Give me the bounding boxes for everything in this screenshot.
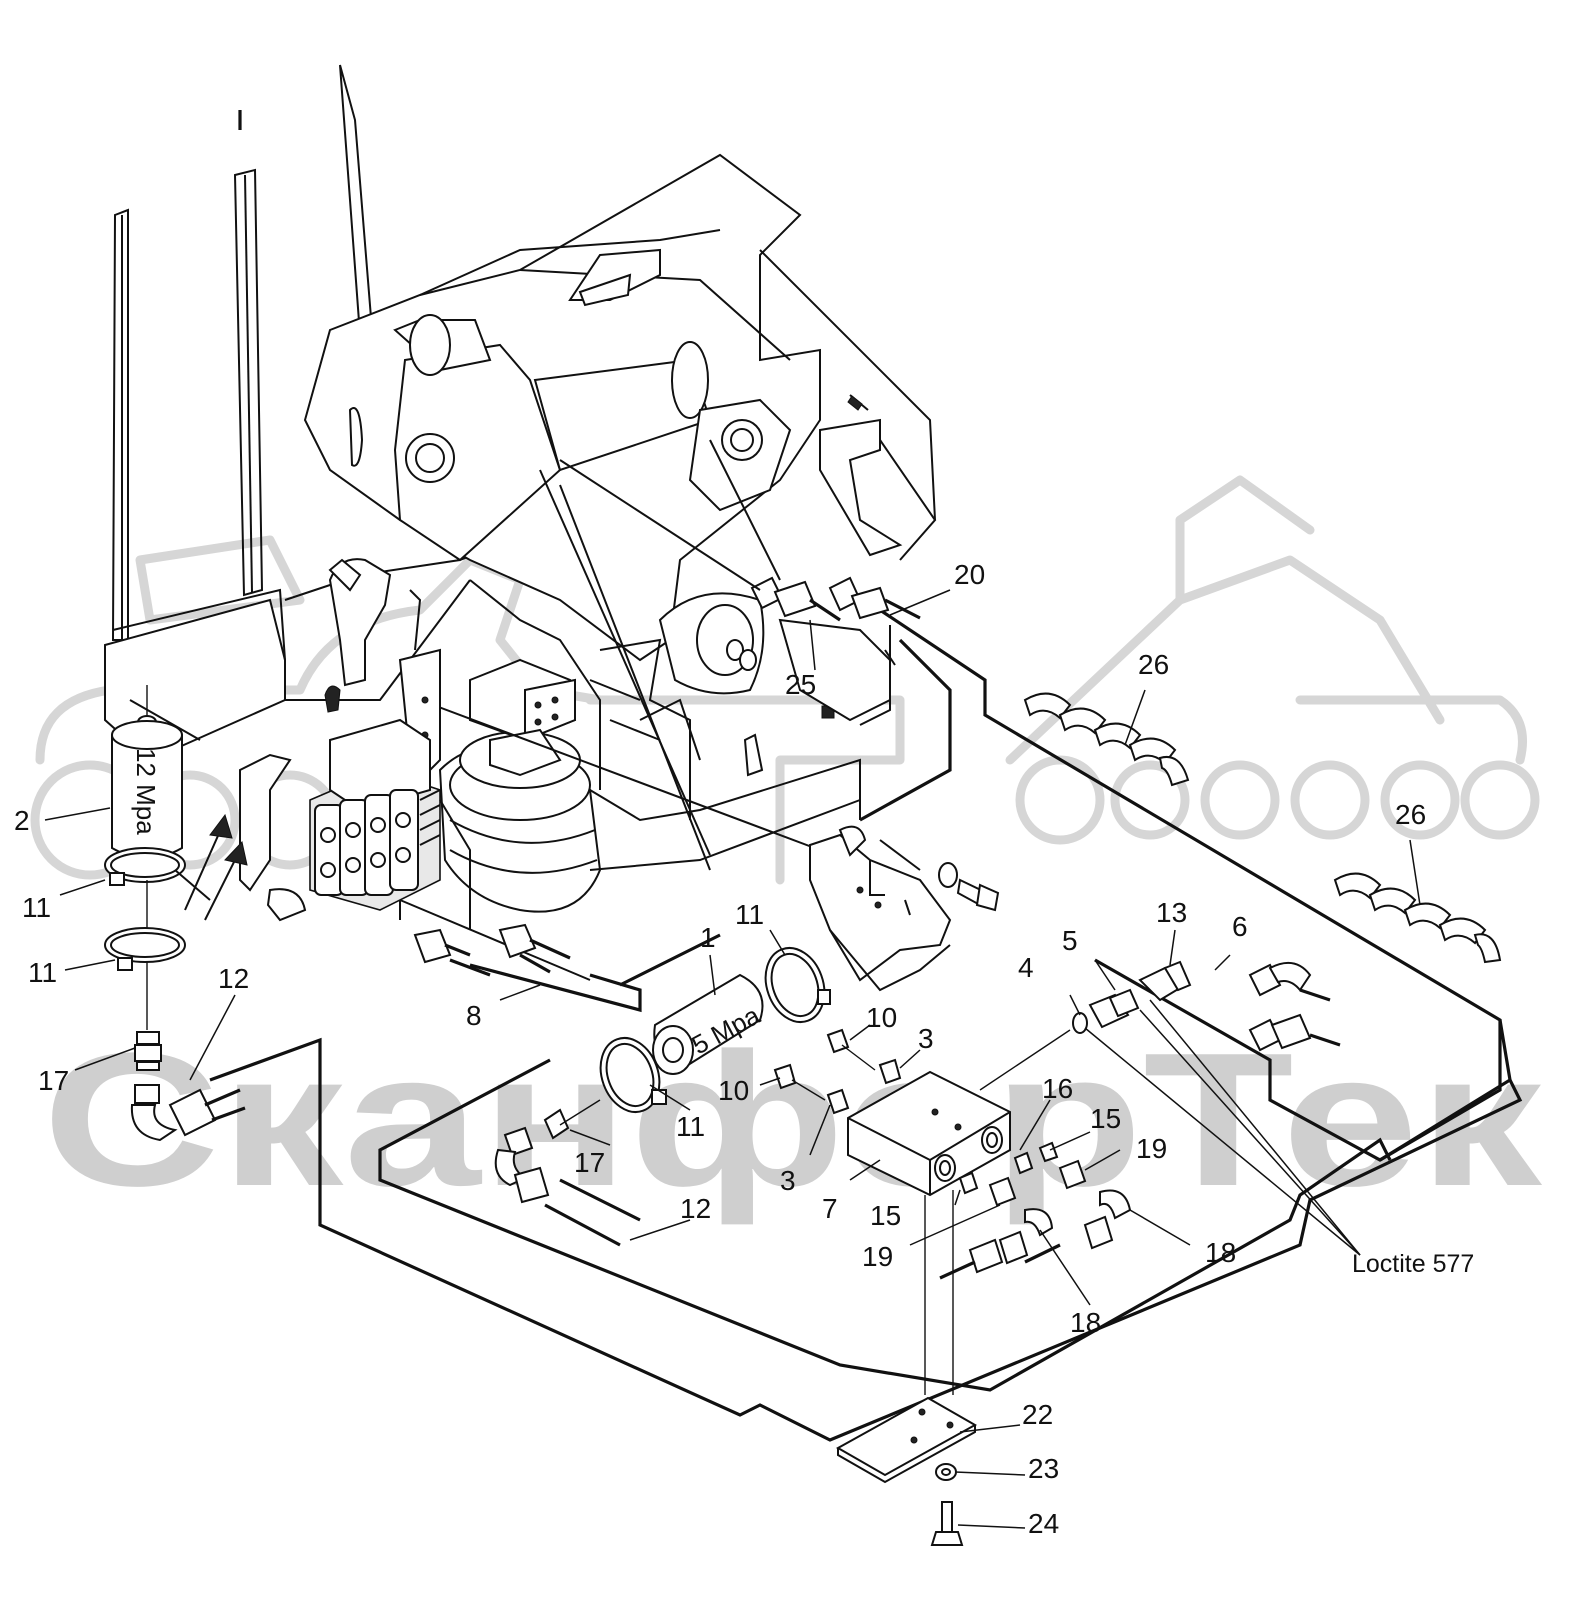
callout-7: 7 [822,1193,838,1224]
hose-6 [1248,961,1341,1052]
pressure-filter-12mpa: 12 Mpa [111,685,183,859]
routing-outline-main-lower [378,1058,1392,1392]
routing-outline-center [619,933,721,987]
hose-clamp-upper-left [104,847,211,901]
callout-22: 22 [1022,1399,1053,1430]
fittings-15-19-18 [924,1141,1132,1395]
callout-labels: 2 11 11 12 17 8 1 11 10 3 10 11 17 3 7 1… [14,559,1474,1539]
leader-lines [44,589,1421,1529]
filter-2-pressure-label: 12 Mpa [131,748,161,835]
hoses-20-25 [559,439,921,726]
direction-arrows [184,813,248,921]
callout-1: 1 [700,922,716,953]
callout-17-a: 17 [38,1065,69,1096]
callout-11-c: 11 [735,899,764,930]
routing-outline-upper [879,608,1502,1162]
cab-pillar-left [111,208,129,641]
callout-11-d: 11 [676,1111,705,1142]
spiral-guard-upper [1023,692,1190,787]
callout-12-b: 12 [680,1193,711,1224]
hose-routing-outlines [209,608,1523,1442]
callout-23: 23 [1028,1453,1059,1484]
machine-frame [104,64,937,981]
callout-3-a: 3 [918,1023,934,1054]
callout-18-b: 18 [1070,1307,1101,1338]
callout-19-a: 19 [862,1241,893,1272]
washer-23 [935,1463,957,1481]
callout-16: 16 [1042,1073,1073,1104]
callout-11-b: 11 [28,957,57,988]
callout-5: 5 [1062,925,1078,956]
elbow-fitting-left [130,1031,246,1142]
hose-12-center [494,1099,641,1247]
hose-clamp-lower-left [104,880,186,1030]
mounting-bracket [809,825,952,992]
fittings-4-5-13 [979,960,1192,1091]
callout-3-b: 3 [780,1165,796,1196]
callout-4: 4 [1018,952,1034,983]
manifold-block [847,1070,1011,1197]
bracket-bolt [938,862,1000,912]
control-valve-bank [309,718,471,930]
cab-pillar-right [339,64,374,337]
callout-6: 6 [1232,911,1248,942]
loctite-note: Loctite 577 [1352,1250,1474,1278]
routing-outline-bottom [209,1037,1523,1442]
callout-26-b: 26 [1395,799,1426,830]
callout-10-a: 10 [866,1002,897,1033]
boom-mount-plate [393,343,562,562]
bolt-24 [930,1501,964,1546]
spiral-guard-lower [1333,872,1502,964]
callout-8: 8 [466,1000,482,1031]
callout-20: 20 [954,559,985,590]
callout-12-a: 12 [218,963,249,994]
callout-2: 2 [14,805,30,836]
routing-outline-right-bank [859,638,952,822]
routing-outline-valve-run [469,963,642,1013]
hose-8 [413,923,571,977]
callout-25: 25 [785,669,816,700]
side-bracket [819,418,903,557]
callout-11-a: 11 [22,892,51,923]
callout-24: 24 [1028,1508,1059,1539]
callout-19-b: 19 [1136,1133,1167,1164]
callout-18-a: 18 [1205,1237,1236,1268]
hose-clamp-center-lower [599,1037,667,1113]
cab-pillar-middle [233,168,264,597]
valve-mounting-plate [239,753,292,892]
fittings-10-3 [773,1028,902,1115]
callout-26-a: 26 [1138,649,1169,680]
callout-17-b: 17 [574,1147,605,1178]
callout-13: 13 [1156,897,1187,928]
callout-10-b: 10 [718,1075,749,1106]
callout-15-b: 15 [1090,1103,1121,1134]
callout-15-a: 15 [870,1200,901,1231]
